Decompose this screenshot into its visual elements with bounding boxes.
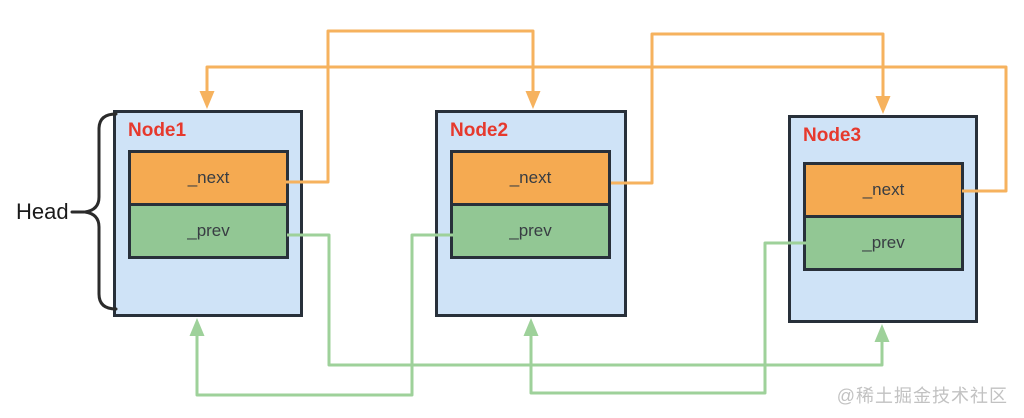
next-arrowhead-into-node2: [525, 91, 541, 109]
prev-arrowhead-into-node2: [523, 318, 539, 336]
head-brace: [70, 112, 118, 311]
node1-title: Node1: [128, 120, 187, 141]
node3-prev-field: _prev: [803, 215, 964, 271]
node1-next-field: _next: [128, 150, 289, 206]
node2-prev-field: _prev: [450, 203, 611, 259]
node3-next-field: _next: [803, 162, 964, 218]
prev-arrowhead-into-node1: [189, 318, 205, 336]
next-arrowhead-into-node3: [875, 96, 891, 114]
node2-title: Node2: [450, 120, 509, 141]
node-node2: Node2 _next _prev: [435, 110, 627, 317]
head-label: Head: [16, 199, 69, 224]
watermark: @稀土掘金技术社区: [836, 386, 1008, 406]
node2-fields: _next _prev: [450, 150, 611, 259]
prev-arrowhead-into-node3: [874, 324, 890, 342]
node1-fields: _next _prev: [128, 150, 289, 259]
node2-next-field: _next: [450, 150, 611, 206]
node1-prev-field: _prev: [128, 203, 289, 259]
next-arrowhead-into-node1: [199, 91, 215, 109]
node-node1: Node1 _next _prev: [113, 110, 303, 317]
node3-fields: _next _prev: [803, 162, 964, 271]
node-node3: Node3 _next _prev: [788, 115, 978, 323]
node3-title: Node3: [803, 125, 862, 146]
